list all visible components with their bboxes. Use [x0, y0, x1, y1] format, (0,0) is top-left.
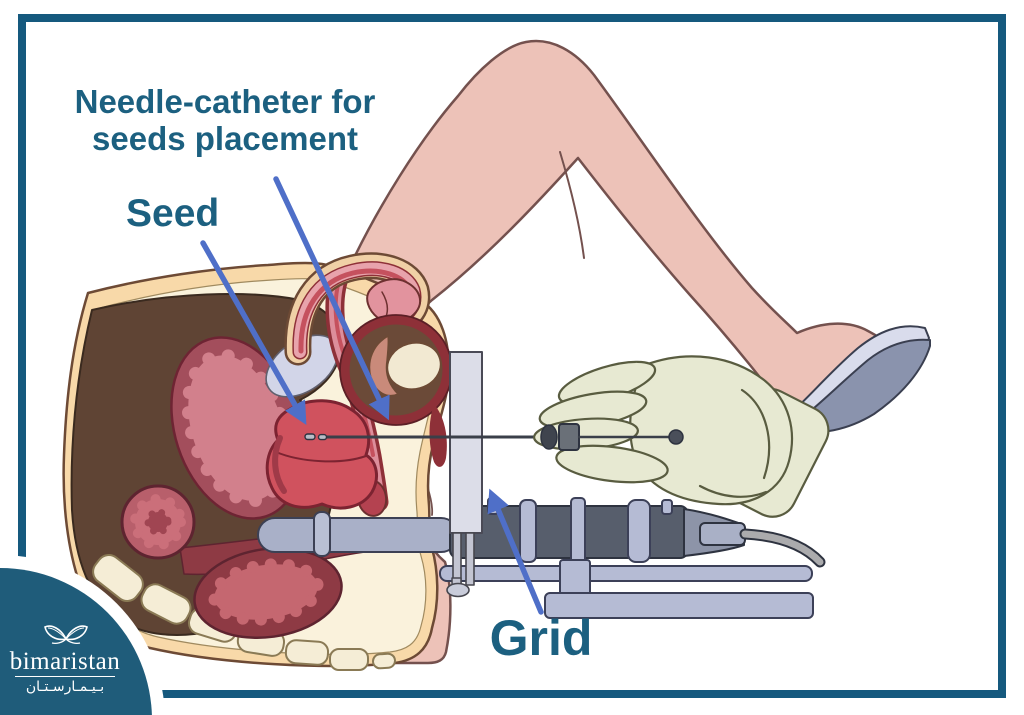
grid-slab	[449, 351, 483, 534]
logo-brand-name: bimaristan	[9, 648, 121, 675]
annotation-arrows	[200, 176, 544, 615]
glove-thumb	[555, 444, 669, 484]
grid-label: Grid	[489, 610, 593, 666]
glove-wrist-crease	[740, 388, 771, 480]
rail-upper	[439, 565, 813, 582]
needle-catheter-arrow	[273, 176, 390, 421]
glove-palm-crease	[698, 484, 768, 498]
foot-stirrup	[787, 325, 931, 434]
needle-catheter-label-line2: seeds placement	[92, 119, 358, 157]
glans-penis	[366, 278, 422, 324]
seed-arrow	[200, 240, 307, 426]
perineal-wedge	[429, 404, 447, 467]
pelvic-cross-section	[62, 252, 453, 671]
sigmoid-colon	[120, 484, 196, 560]
clamp-collar-1	[519, 499, 537, 563]
needle-hub-block	[558, 423, 580, 451]
grid-template	[446, 351, 483, 598]
stirrup-sole	[795, 338, 931, 434]
bladder-lumen	[181, 348, 293, 508]
plunger-ball	[668, 429, 684, 445]
grid-arrow	[487, 488, 544, 615]
seed-label: Seed	[126, 192, 220, 235]
grid-leg-2	[465, 532, 475, 586]
crossed-leaves-icon	[44, 625, 88, 645]
probe-tip	[257, 517, 459, 553]
needle-catheter	[304, 433, 562, 441]
probe-ring	[313, 511, 331, 557]
grid-leg-1	[452, 532, 462, 586]
needle-catheter-label: Needle-catheter for seeds placement	[30, 83, 420, 158]
brachytherapy-equipment	[257, 351, 826, 619]
clamp-tab-2	[661, 499, 673, 515]
epididymis	[368, 335, 399, 397]
testicle	[386, 341, 442, 391]
probe-body	[449, 505, 689, 559]
needle-catheter-label-line1: Needle-catheter for	[74, 83, 376, 120]
rail-lower	[544, 592, 814, 619]
clamp-collar-2	[627, 499, 651, 563]
needle-hub	[540, 424, 558, 450]
grid-knob	[446, 582, 470, 598]
probe-nozzle	[699, 522, 746, 546]
prostate	[265, 399, 379, 510]
rectum	[193, 546, 343, 640]
needle-hub-plunger	[540, 423, 684, 451]
seed-1	[304, 433, 316, 441]
stepper-stabilizer	[439, 497, 814, 619]
seed-2	[317, 433, 328, 441]
logo-brand-name-arabic: بـيـمـارسـتـان	[25, 679, 105, 695]
logo-divider-line	[15, 676, 115, 677]
knee-crease-line	[559, 151, 585, 259]
